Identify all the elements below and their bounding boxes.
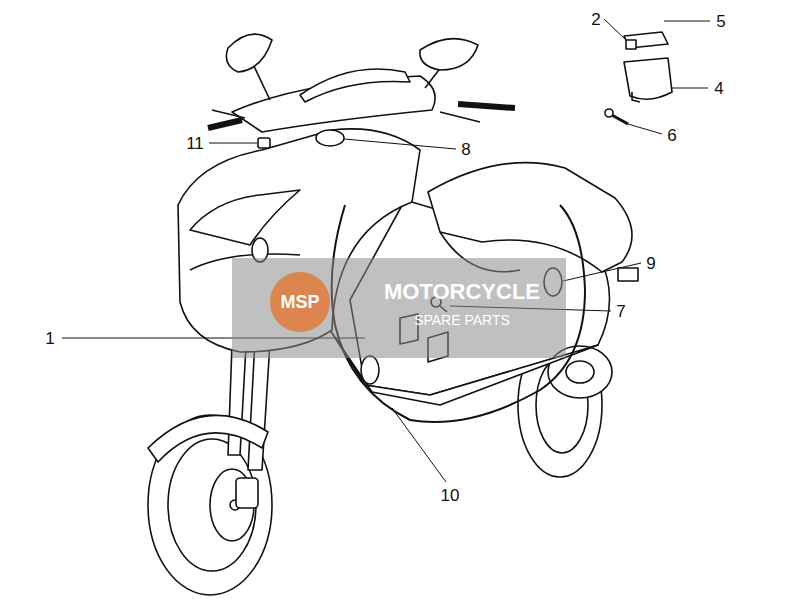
- callout-number: 9: [646, 255, 655, 272]
- callout-number: 1: [45, 330, 54, 347]
- callout-number: 5: [716, 13, 725, 30]
- watermark: [232, 258, 566, 358]
- watermark-logo: MSP: [280, 293, 319, 311]
- leader-lines: [62, 19, 710, 482]
- callout-number: 2: [591, 11, 600, 28]
- watermark-text: SPARE PARTS: [414, 313, 510, 327]
- callout-number: 6: [667, 127, 676, 144]
- watermark-text: MOTORCYCLE: [384, 281, 540, 303]
- callout-number: 11: [186, 135, 204, 152]
- callout-number: 7: [616, 303, 625, 320]
- callout-number: 4: [714, 80, 723, 97]
- callout-number: 10: [441, 487, 460, 504]
- callout-number: 8: [461, 141, 470, 158]
- scooter-drawing: [148, 32, 672, 595]
